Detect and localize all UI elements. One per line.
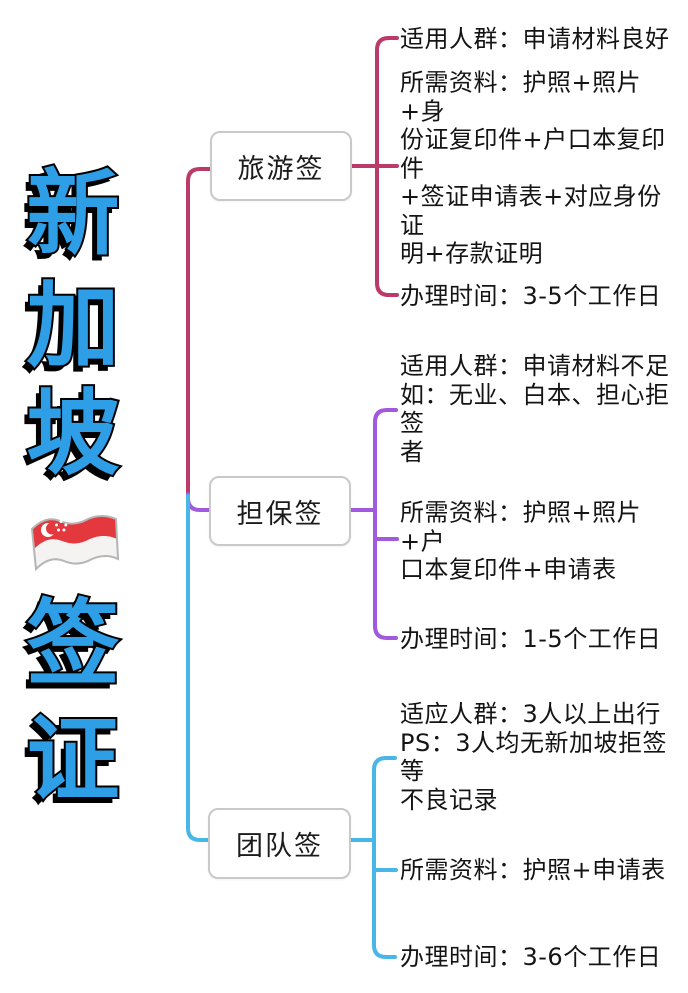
node-group-visa: 团队签 <box>208 808 351 879</box>
node-tourist-visa: 旅游签 <box>210 131 352 201</box>
title-char-zheng: 证 <box>25 706 122 814</box>
title-char-xin: 新 <box>25 160 122 268</box>
branch2-rail <box>373 408 398 640</box>
branch2-trunk-line <box>186 492 212 512</box>
singapore-flag-icon <box>28 511 122 579</box>
node-guarantor-visa: 担保签 <box>209 476 351 546</box>
group-visa-processing-time: 办理时间：3-6个工作日 <box>400 942 662 971</box>
branch1-trunk-line <box>186 167 213 498</box>
title-char-jia: 加 <box>25 272 122 380</box>
branch1-rail <box>375 36 399 297</box>
title-char-po: 坡 <box>25 380 122 488</box>
group-visa-audience: 适应人群：3人以上出行 PS：3人均无新加坡拒签等 不良记录 <box>400 700 667 814</box>
guarantor-visa-materials: 所需资料：护照+照片+户 口本复印件+申请表 <box>400 498 642 584</box>
title-char-qian: 签 <box>25 590 122 698</box>
tourist-visa-processing-time: 办理时间：3-5个工作日 <box>400 281 662 310</box>
branch3-rail <box>372 756 397 959</box>
guarantor-visa-processing-time: 办理时间：1-5个工作日 <box>400 624 662 653</box>
guarantor-visa-audience: 适用人群：申请材料不足 如：无业、白本、担心拒签 者 <box>400 352 670 466</box>
branch3-trunk-line <box>186 494 211 842</box>
tourist-visa-audience: 适用人群：申请材料良好 <box>400 24 670 53</box>
tourist-visa-materials: 所需资料：护照+照片+身 份证复印件+户口本复印件 +签证申请表+对应身份证 明… <box>400 68 666 268</box>
group-visa-materials: 所需资料：护照+申请表 <box>400 855 666 884</box>
